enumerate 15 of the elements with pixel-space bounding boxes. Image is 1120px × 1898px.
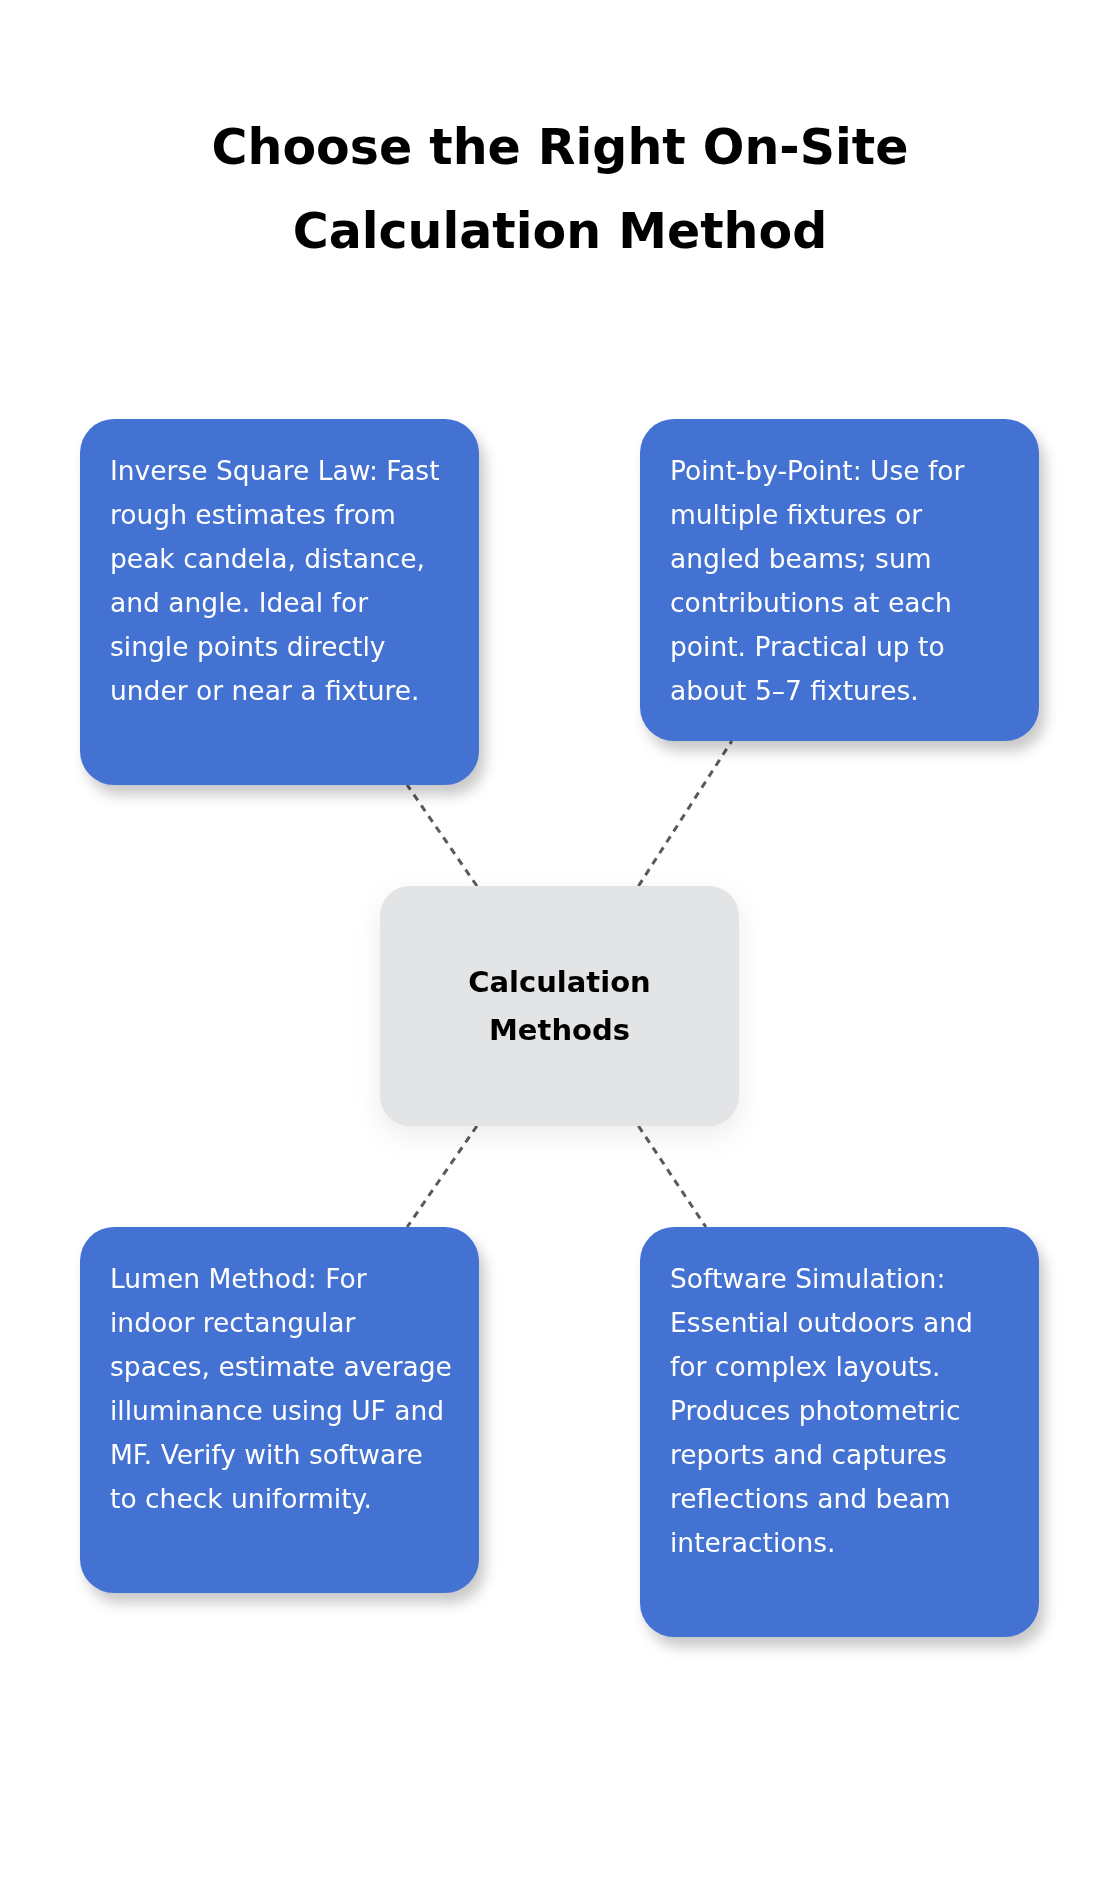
method-card [80, 1227, 479, 1593]
hub-box [380, 886, 739, 1126]
method-card [640, 419, 1039, 741]
method-card [80, 419, 479, 785]
connector-line [637, 1125, 708, 1228]
hub-label: Calculation Methods [467, 964, 652, 1049]
connector-line [637, 740, 734, 887]
method-description: Lumen Method: For indoor rectangular spaces, estimate average illuminance using UF and MF. Verify with software to check uniformity. [110, 1262, 453, 1516]
connector-line [405, 1125, 479, 1228]
method-description: Inverse Square Law: Fast rough estimates from peak candela, distance, and angle. Ideal for single points directly under or near a fixture. [110, 454, 441, 708]
method-description: Point-by-Point: Use for multiple fixtures or angled beams; sum contributions at each point. Practical up to about 5–7 fixtures. [670, 454, 966, 708]
method-card [640, 1227, 1039, 1637]
page-title: Choose the Right On-Site Calculation Method [210, 118, 910, 262]
connector-line [405, 784, 479, 887]
method-description: Software Simulation: Essential outdoors and for complex layouts. Produces photometric reports and captures reflections and beam interactions. [670, 1262, 974, 1560]
